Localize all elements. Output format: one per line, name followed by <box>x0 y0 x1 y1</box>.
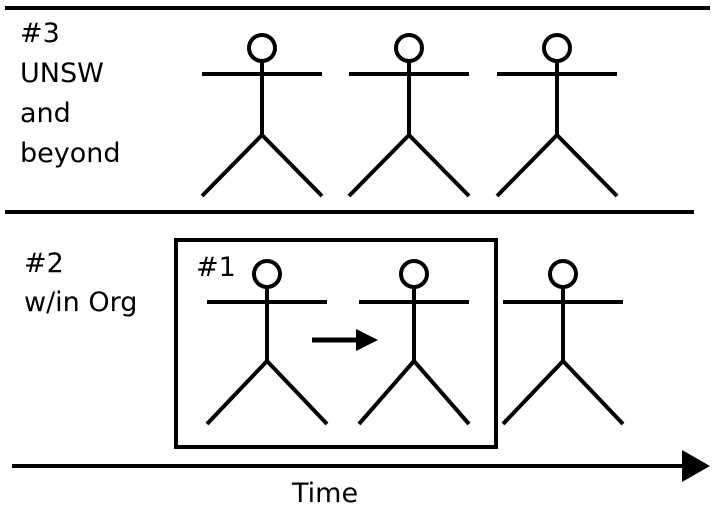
stick-figure-3 <box>495 33 619 198</box>
stick-figure-1 <box>200 33 324 198</box>
middle-tier-number: #2 <box>24 248 64 279</box>
inner-team-box <box>174 238 498 449</box>
stick-figure-4 <box>205 259 329 426</box>
outer-tier-line-1: UNSW <box>20 58 104 89</box>
inner-tier-number: #1 <box>196 252 236 283</box>
outer-tier-line-3: beyond <box>20 138 121 169</box>
stick-figure-2 <box>347 33 471 198</box>
outer-tier-line-2: and <box>20 98 71 129</box>
time-axis-arrow <box>12 450 710 482</box>
stick-figure-5 <box>357 259 471 426</box>
stick-figure-6 <box>501 259 625 426</box>
time-axis-label: Time <box>292 478 359 509</box>
outer-tier-number: #3 <box>20 18 60 49</box>
transfer-arrow-icon <box>312 329 378 351</box>
middle-tier-text: w/in Org <box>24 287 138 318</box>
